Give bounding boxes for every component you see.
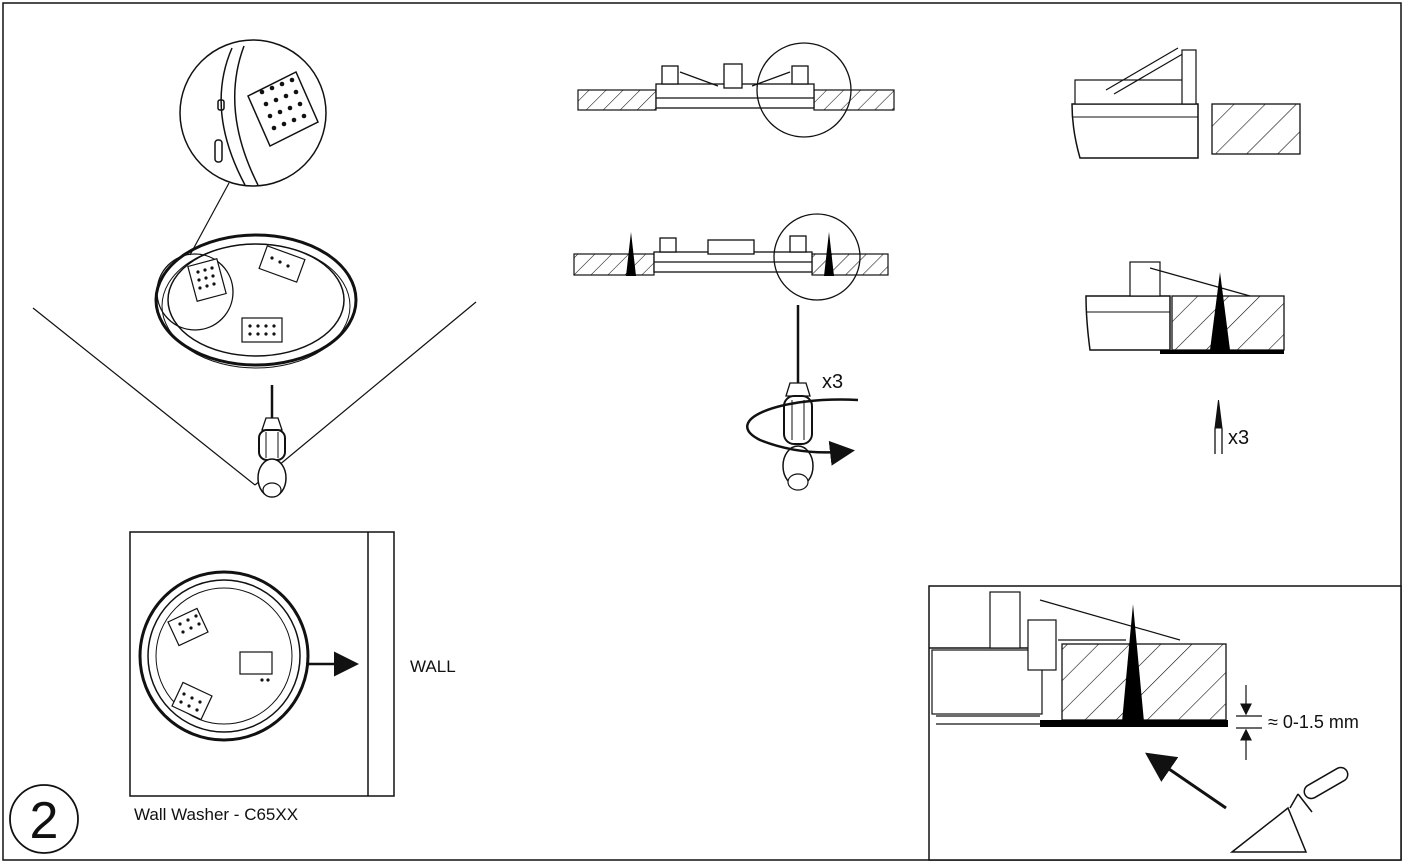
fixture-ring-top-view [138,570,310,742]
ceiling-slab-left [577,89,657,111]
fixture-ring-perspective [154,233,358,369]
ceiling-slab-right [813,89,895,111]
wall-label: WALL [410,657,456,676]
fixture-dot-pad [187,245,306,343]
fixture-top-pads [167,607,273,721]
ceiling-edge-left [32,307,256,486]
ceiling-slab-detail [1211,103,1301,155]
panel-section-bottom: x3 [573,213,889,491]
quantity-label-top: x3 [822,371,843,393]
ceiling-slab-gap [1061,643,1227,721]
ceiling-slab-right-2 [811,253,889,276]
panel-detail-bottom-right: x3 [1085,261,1285,454]
panel-wall-washer: WALL Wall Washer - C65XX [129,531,456,824]
ceiling-edge-right [254,301,477,486]
fixture-dots [196,256,290,336]
sealant-spike-gap [1122,604,1144,722]
fixture-top-dots [178,614,270,712]
apply-arrow-icon [1145,752,1227,810]
sealant-spike-right [824,232,834,276]
fixture-body-gap [931,649,1043,715]
fixture-body-detail-2 [1085,295,1171,351]
quantity-label-right: x3 [1228,427,1249,449]
fixture-section-bottom [653,235,813,273]
panel-gap-detail: ≈ 0-1.5 mm [928,585,1402,861]
sealant-spike-detail [1210,272,1230,350]
sealant-layer-detail [1160,350,1284,354]
fixture-body-detail [1071,103,1199,159]
detail-circle-bottom [773,213,861,301]
panel-ceiling-install [32,39,477,498]
sealant-layer-gap [1040,720,1228,727]
rotating-screwdriver-icon [782,305,814,491]
step-number-badge: 2 [9,784,79,854]
rotation-arrow-icon [746,398,859,466]
detail-circle-top [756,42,852,138]
zoom-leader-line [189,182,230,256]
sealant-tube-icon [1214,399,1223,454]
screwdriver-icon [257,385,287,498]
fixture-section-top [655,63,815,109]
model-caption: Wall Washer - C65XX [134,805,298,824]
zoom-dot-grid [259,77,307,131]
ceiling-slab-left-2 [573,253,655,276]
step-number: 2 [30,792,59,850]
trowel-icon [1229,766,1349,853]
gap-measure-label: ≈ 0-1.5 mm [1268,712,1359,732]
sealant-spike-left [626,232,636,276]
panel-detail-top-right [1071,47,1301,159]
fixture-zoom-circle [156,253,234,331]
zoom-detail-ring [214,45,319,186]
panel-section-top [577,42,895,138]
